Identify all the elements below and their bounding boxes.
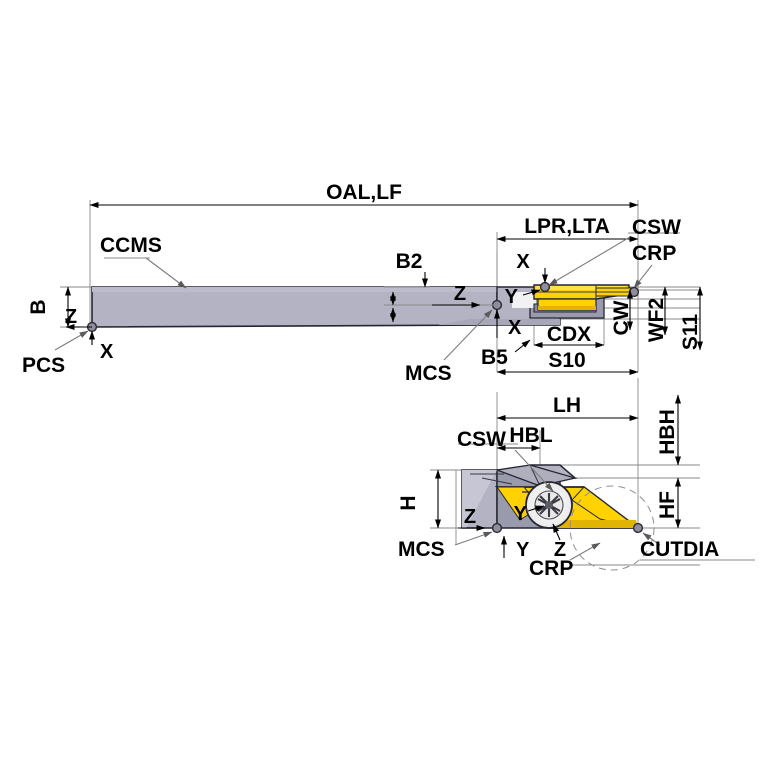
label-h: H <box>397 495 420 510</box>
label-oal-lf: OAL,LF <box>326 181 402 204</box>
callout-crp-top: CRP <box>628 242 676 298</box>
callout-ccms: CCMS <box>100 234 187 289</box>
insert-shadow-band <box>538 306 596 310</box>
dimension-s10: S10 <box>496 349 639 375</box>
label-hf: HF <box>656 491 679 519</box>
label-cutdia: CUTDIA <box>640 538 719 561</box>
dimension-oal-lf: OAL,LF <box>89 181 639 208</box>
label-lh: LH <box>553 394 581 417</box>
dimension-cdx: CDX <box>533 323 605 348</box>
head-top-plate <box>494 464 578 487</box>
origin-crp-bottom: Y Z CRP <box>514 503 644 580</box>
dimension-hbh: HBH <box>656 394 681 466</box>
mcs-origin-dot-bottom <box>491 522 503 534</box>
dimension-hf: HF <box>656 477 681 529</box>
origin-pcs: Z X PCS <box>22 306 114 377</box>
insert-axes-top: X Y <box>505 251 551 308</box>
axis-label-pcs-x: X <box>100 341 114 363</box>
label-ccms: CCMS <box>100 234 162 257</box>
crp-origin-dot-top <box>628 286 640 298</box>
origin-mcs-bottom: Z Y MCS <box>398 506 530 561</box>
shank-chamfer-face <box>438 319 560 325</box>
origin-mcs-top: Z X MCS <box>393 283 522 385</box>
insert-origin-dot-top <box>539 281 551 293</box>
label-s11: S11 <box>679 314 702 351</box>
axis-label-crp-y: Y <box>514 503 528 525</box>
dimension-cw: CW <box>610 289 633 336</box>
label-csw-bottom: CSW <box>457 428 506 451</box>
callout-csw-top: CSW <box>548 216 681 286</box>
cutdia-circle <box>569 485 655 571</box>
label-hbl: HBL <box>509 424 552 447</box>
label-hbh: HBH <box>656 409 679 455</box>
label-b2: B2 <box>396 250 423 273</box>
dimension-lpr-lta: LPR,LTA <box>496 215 639 242</box>
label-pcs: PCS <box>22 354 65 377</box>
axis-label-mcs-z-top: Z <box>454 283 466 305</box>
crp-origin-dot-bottom <box>632 522 644 534</box>
axis-label-insert-x: X <box>516 251 530 273</box>
label-cdx: CDX <box>547 323 591 346</box>
head-seat-slope <box>462 470 497 528</box>
dimension-b5: B5 <box>481 339 531 369</box>
axis-label-mcs-y-bottom: Y <box>516 539 530 561</box>
label-mcs-bottom: MCS <box>398 538 445 561</box>
label-crp-bottom: CRP <box>529 557 573 580</box>
label-wf2: WF2 <box>645 298 668 342</box>
axis-label-mcs-z-bottom: Z <box>464 506 476 528</box>
insert-bottom-facet-right <box>571 486 639 529</box>
axis-label-mcs-x-top: X <box>508 317 522 339</box>
tool-shank-body <box>91 286 498 328</box>
dimension-s11: S11 <box>679 286 703 351</box>
axis-label-crp-z: Z <box>554 539 566 561</box>
label-csw-top: CSW <box>632 216 681 239</box>
head-white-relief <box>512 292 536 308</box>
callout-csw-bottom: CSW <box>457 428 554 492</box>
dimension-h: H <box>397 469 441 529</box>
shank-top-face <box>92 287 497 292</box>
label-mcs-top: MCS <box>405 362 452 385</box>
dimension-b: B <box>27 286 71 328</box>
label-b: B <box>27 299 50 314</box>
side-elevation-view: CCMS OAL,LF LPR,LTA B <box>22 181 703 385</box>
dimension-hbl: HBL <box>496 424 553 451</box>
axis-label-pcs-z: Z <box>65 306 77 328</box>
dimension-lh: LH <box>496 394 639 421</box>
callout-cutdia: CUTDIA <box>640 532 755 561</box>
axis-label-insert-y: Y <box>505 286 519 308</box>
label-b5: B5 <box>481 346 508 369</box>
label-lpr-lta: LPR,LTA <box>524 215 610 238</box>
label-s10: S10 <box>548 349 585 372</box>
dimension-wf2: WF2 <box>645 286 668 342</box>
head-detail-view: LH HBL <box>397 378 755 580</box>
label-cw: CW <box>610 300 633 335</box>
screw-center-dot <box>545 501 553 509</box>
label-crp-top: CRP <box>632 242 676 265</box>
